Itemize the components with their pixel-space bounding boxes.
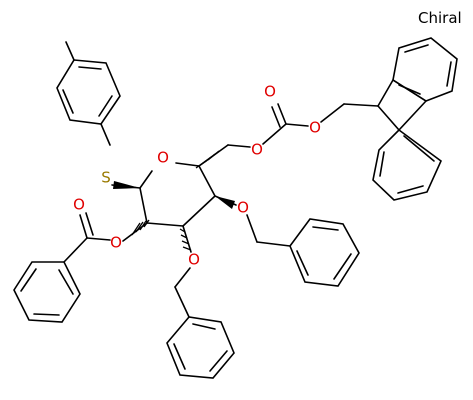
o-ch2-bond-c3 (174, 267, 191, 288)
c6-o-bond (227, 144, 251, 148)
carbonate-ester-oxygen-1: O (251, 141, 263, 159)
wedge-s-c1 (113, 181, 140, 189)
chiral-label: Chiral (418, 9, 462, 27)
ch2-phenyl-bond-c3 (174, 286, 190, 318)
stereo-bonds (113, 181, 235, 209)
ring-oxygen-atom: O (157, 149, 169, 167)
benzoyl-co-bond-2 (85, 212, 94, 236)
o-ch2-bond-c4 (246, 214, 258, 243)
benzoyl-ester-oxygen: O (110, 234, 122, 252)
hashed-bonds (131, 150, 220, 251)
benzyl-ether-oxygen-2: O (237, 199, 249, 217)
benzoyl-phenyl-ring (13, 261, 81, 323)
fluorene-core (372, 37, 458, 201)
ch2-phenyl-bond-c4 (256, 241, 291, 247)
carbonate-co-bond-2 (271, 106, 281, 128)
carbonate-ester-oxygen-2: O (309, 119, 321, 137)
benzoyl-c-ring-bond (63, 237, 88, 263)
benzyl-phenyl-ring-1 (166, 316, 235, 379)
tolyl-s-bond (100, 123, 111, 146)
benzoyl-carbonyl-oxygen: O (73, 196, 85, 214)
carbonate-co-bond-1 (277, 103, 287, 125)
tolyl-ring (56, 41, 121, 125)
benzyl-phenyl-ring-2 (289, 218, 360, 287)
sulfur-atom: S (101, 169, 111, 187)
carbonate-carbonyl-oxygen: O (264, 83, 276, 101)
pyranose-ring (139, 162, 216, 227)
wedge-c4-o (215, 196, 235, 209)
o-benzoyl-bond (86, 237, 111, 241)
c3-o-bond (182, 225, 192, 253)
o-carbonate-bond (262, 123, 287, 145)
benzoyl-co-bond-1 (79, 214, 88, 239)
ch2-c9-bond (343, 103, 379, 107)
o-ch2-bond (320, 103, 345, 123)
carbonate-o-bond (285, 123, 309, 127)
benzyl-ether-oxygen-1: O (188, 251, 200, 269)
